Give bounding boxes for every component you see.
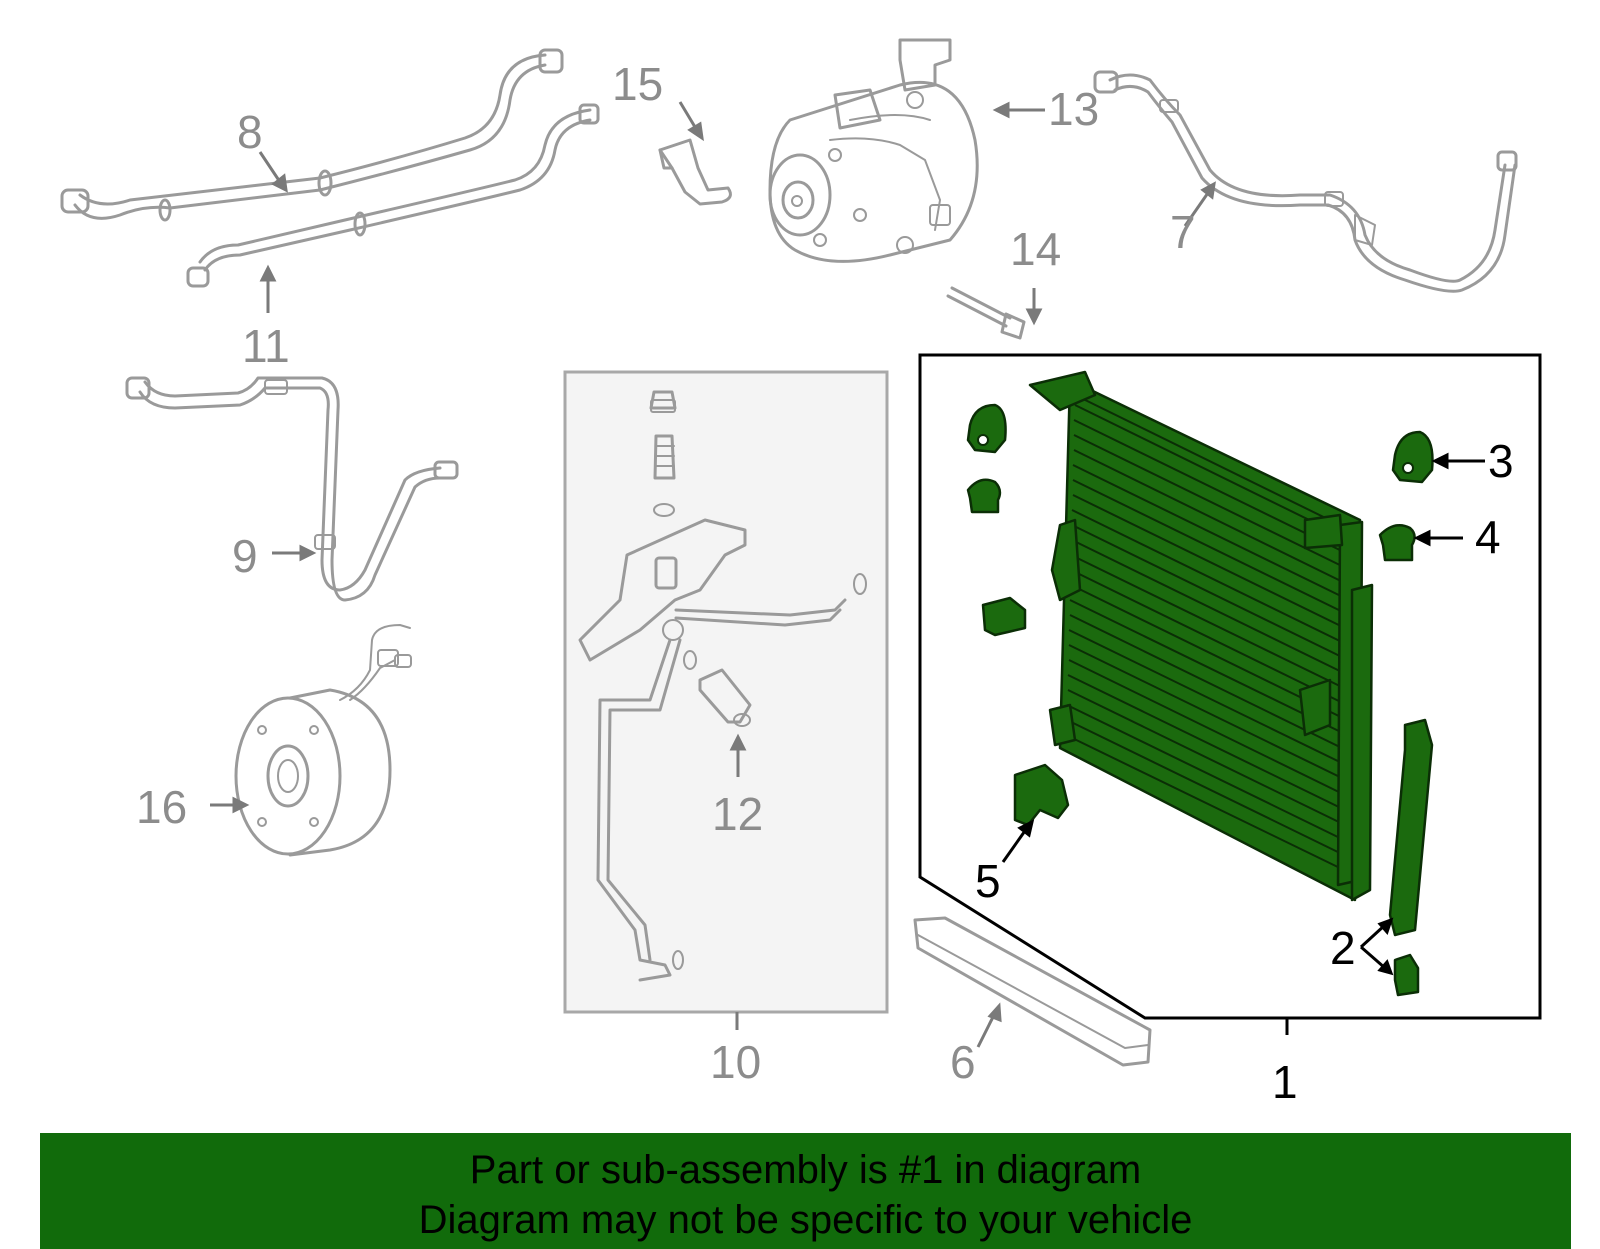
part-13-compressor[interactable] xyxy=(768,38,979,263)
part-16-clutch[interactable] xyxy=(234,624,412,857)
part-10-kit[interactable] xyxy=(563,370,889,1014)
callout-15: 15 xyxy=(612,58,663,110)
callout-9: 9 xyxy=(232,530,258,582)
part-9-ac-hose[interactable] xyxy=(125,376,459,602)
callout-3: 3 xyxy=(1488,435,1514,487)
callout-16: 16 xyxy=(136,781,187,833)
callout-1: 1 xyxy=(1272,1056,1298,1108)
banner-line-2: Diagram may not be specific to your vehi… xyxy=(418,1198,1193,1242)
callout-14: 14 xyxy=(1010,223,1061,275)
part-15-bracket[interactable] xyxy=(658,138,732,206)
callout-10: 10 xyxy=(710,1036,761,1088)
part-2-receiver-dryer[interactable] xyxy=(1388,718,1434,997)
callout-6: 6 xyxy=(950,1036,976,1088)
callout-2: 2 xyxy=(1330,922,1356,974)
part-3-bracket[interactable] xyxy=(966,403,1434,484)
callout-7: 7 xyxy=(1170,206,1196,258)
part-12-pressure-switch[interactable] xyxy=(698,668,752,727)
leaders-black xyxy=(1001,452,1485,1035)
leaders-gray xyxy=(210,101,1216,1048)
callout-13: 13 xyxy=(1048,83,1099,135)
part-4-grommet[interactable] xyxy=(966,478,1416,562)
callout-11: 11 xyxy=(242,320,290,372)
callout-12: 12 xyxy=(712,788,763,840)
part-7-ac-hose[interactable] xyxy=(1093,70,1518,293)
callout-4: 4 xyxy=(1475,511,1501,563)
part-8-ac-hose[interactable] xyxy=(60,48,564,222)
part-6-seal[interactable] xyxy=(913,916,1152,1067)
part-11-ac-hose[interactable] xyxy=(186,103,600,288)
part-14-bolt[interactable] xyxy=(946,286,1026,340)
banner-line-1: Part or sub-assembly is #1 in diagram xyxy=(469,1148,1142,1192)
info-banner: Part or sub-assembly is #1 in diagram Di… xyxy=(40,1133,1571,1249)
callout-5: 5 xyxy=(975,855,1001,907)
callout-8: 8 xyxy=(237,106,263,158)
part-1-condenser[interactable] xyxy=(1028,370,1374,902)
part-5-mount[interactable] xyxy=(981,596,1070,827)
parts-diagram: 8 11 15 13 7 14 9 16 12 10 6 3 4 5 2 1 xyxy=(60,38,1542,1108)
part-1-frame xyxy=(918,353,1542,1020)
